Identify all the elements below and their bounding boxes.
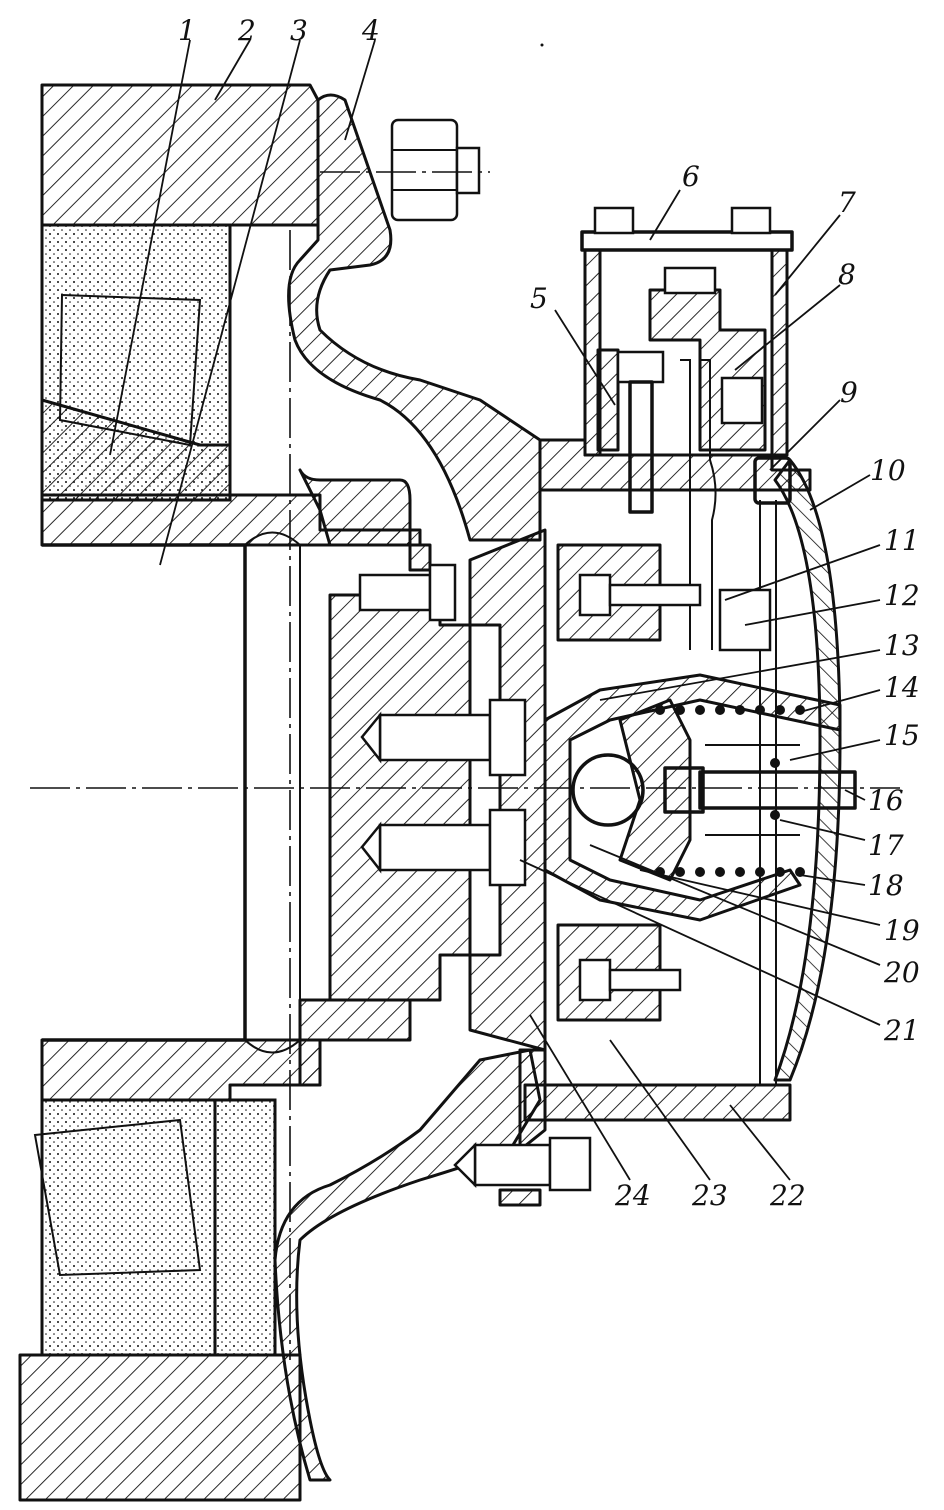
shaft: [42, 543, 247, 1042]
leader-lines: [109, 39, 881, 1181]
inner-ring-top: [40, 398, 232, 502]
callout-15: 15: [884, 719, 920, 752]
bearing-ring-bottom: [40, 1098, 217, 1357]
callout-5: 5: [530, 282, 548, 315]
callout-6: 6: [682, 160, 700, 193]
callout-1: 1: [178, 14, 196, 47]
callout-18: 18: [868, 869, 904, 902]
bearing-cover-bottom: [40, 1038, 322, 1102]
hub-bolt-icon: [358, 563, 527, 887]
callout-11: 11: [884, 524, 920, 557]
callout-14: 14: [884, 671, 920, 704]
callout-7: 7: [838, 186, 856, 219]
callout-13: 13: [884, 629, 920, 662]
housing-bottom-block: [18, 1353, 302, 1502]
housing-top-block: [40, 83, 320, 227]
callout-9: 9: [840, 376, 858, 409]
cover-6: [580, 230, 794, 252]
callout-2: 2: [237, 14, 256, 47]
callout-21: 21: [883, 1014, 920, 1047]
housing-22: [523, 1083, 792, 1122]
callout-23: 23: [691, 1179, 728, 1212]
callout-3: 3: [290, 14, 308, 47]
callout-20: 20: [883, 956, 920, 989]
cap-10: [773, 458, 842, 1082]
callout-12: 12: [884, 579, 920, 612]
callout-10: 10: [870, 454, 906, 487]
callout-24: 24: [614, 1179, 651, 1212]
hub-body: [328, 593, 472, 1002]
callout-4: 4: [361, 14, 380, 47]
callout-8: 8: [838, 258, 856, 291]
piston-13: [543, 673, 842, 922]
left-housing: [18, 83, 422, 1502]
callout-22: 22: [769, 1179, 806, 1212]
rod-16: [698, 770, 857, 810]
regulator-assembly: [518, 206, 857, 1152]
roller-bottom: [33, 1118, 202, 1277]
end-cover-lower: [273, 1048, 542, 1482]
callout-labels: 1 2 3 4 5 6 7 8 9 10 11 12 13 14 15 16 1…: [178, 14, 920, 1212]
callout-17: 17: [868, 829, 904, 862]
spring-icon: [655, 705, 805, 877]
callout-19: 19: [884, 914, 920, 947]
top-nut-icon: [320, 118, 490, 222]
stray-dot: [540, 43, 544, 47]
part-8: [648, 288, 767, 452]
hub-assembly: [298, 468, 547, 1087]
bottom-bolt-icon: [453, 1136, 592, 1207]
housing-7: [770, 248, 789, 457]
flange-24: [468, 528, 547, 1052]
part-5: [596, 348, 620, 452]
end-cover-upper: [287, 93, 542, 542]
callout-16: 16: [868, 784, 904, 817]
